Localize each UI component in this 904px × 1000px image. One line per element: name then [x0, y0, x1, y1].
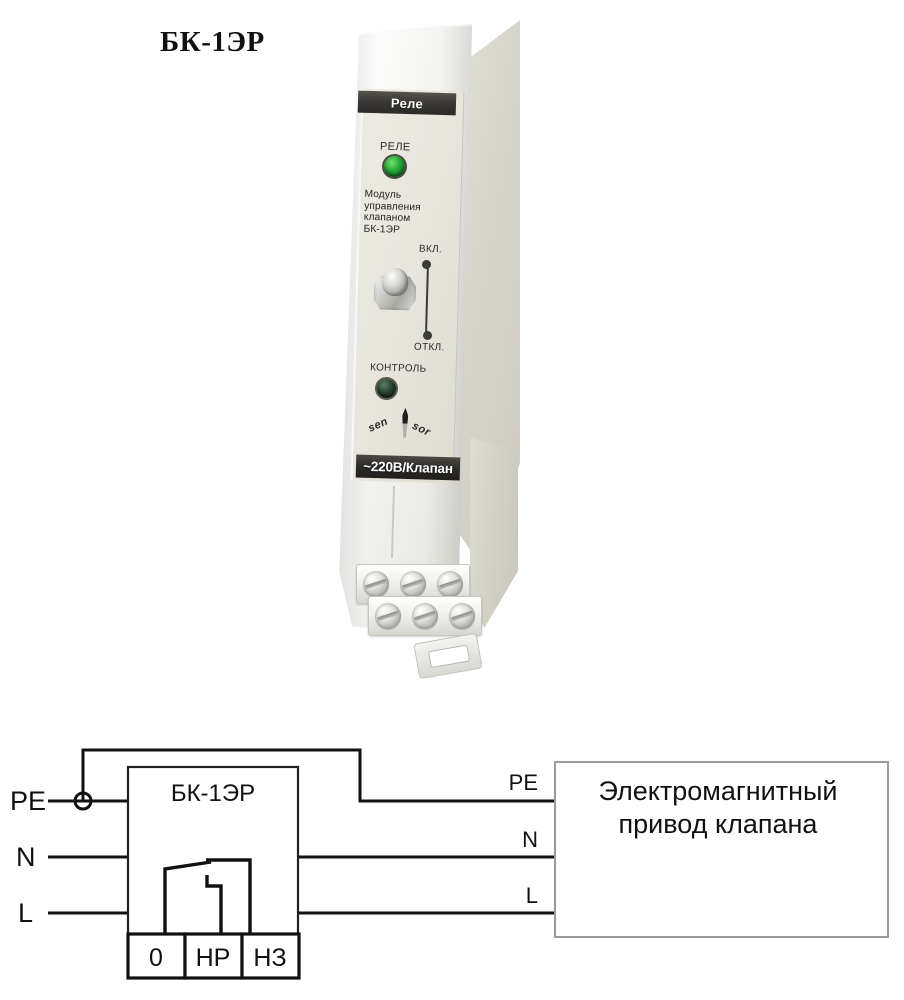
load-box — [554, 761, 889, 938]
terminal-row-bottom[interactable] — [368, 596, 482, 636]
wiring-diagram: БК-1ЭР 0 НР НЗ PE N L PE N L Электромагн… — [0, 700, 904, 1000]
relay-header-label: Реле — [390, 95, 424, 111]
terminal-screw[interactable] — [374, 603, 401, 629]
load-box-line-2: привод клапана — [619, 809, 819, 839]
supply-label-pe: PE — [10, 786, 46, 816]
toggle-switch-lever[interactable] — [381, 267, 409, 297]
relay-module-box-label: БК-1ЭР — [171, 780, 255, 807]
sensor-brand-logo: sen sor — [366, 405, 455, 443]
terminal-cell-0 — [126, 932, 187, 980]
terminal-label-nc: НЗ — [253, 944, 286, 972]
sensor-logo-right-text: sor — [410, 419, 433, 439]
load-box-line-1: Электромагнитный — [599, 776, 838, 806]
din-rail-clip-hole — [427, 644, 471, 669]
terminal-cell-nc — [240, 932, 301, 980]
voltage-strip: ~220В/Клапан — [355, 454, 461, 481]
control-led-label: КОНТРОЛЬ — [369, 362, 427, 375]
voltage-strip-label: ~220В/Клапан — [362, 458, 454, 477]
relay-contact-symbol — [163, 858, 252, 935]
terminal-screw[interactable] — [449, 603, 476, 629]
junction-dot-pe — [73, 791, 93, 811]
relay-module-box — [126, 765, 300, 936]
terminal-screw[interactable] — [362, 571, 389, 597]
relay-led-label: РЕЛЕ — [379, 140, 411, 154]
device-description: Модуль управления клапаном БК-1ЭР — [363, 189, 454, 238]
relay-header-strip: Реле — [357, 90, 457, 116]
terminal-screw[interactable] — [399, 571, 426, 597]
sensor-logo-needle-icon — [402, 408, 409, 438]
terminal-screw[interactable] — [437, 571, 464, 597]
load-label-l: L — [526, 883, 538, 908]
wire-pe-branch — [81, 748, 555, 803]
supply-label-l: L — [18, 898, 33, 928]
page-title: БК-1ЭР — [160, 26, 265, 58]
load-label-n: N — [522, 827, 538, 852]
terminal-screw[interactable] — [411, 603, 438, 629]
switch-on-label: ВКЛ. — [418, 243, 443, 256]
supply-label-n: N — [16, 842, 36, 872]
device-photo: Реле РЕЛЕ Модуль управления клапаном БК-… — [320, 8, 580, 698]
terminal-label-0: 0 — [149, 944, 163, 972]
din-rail-clip — [413, 632, 483, 680]
toggle-switch[interactable] — [373, 267, 416, 312]
sensor-logo-left-text: sen — [366, 415, 390, 435]
switch-off-label: ОТКЛ. — [413, 341, 445, 354]
terminal-label-no: НР — [196, 944, 231, 972]
device-description-line-4: БК-1ЭР — [363, 223, 401, 236]
load-label-pe: PE — [509, 770, 538, 795]
